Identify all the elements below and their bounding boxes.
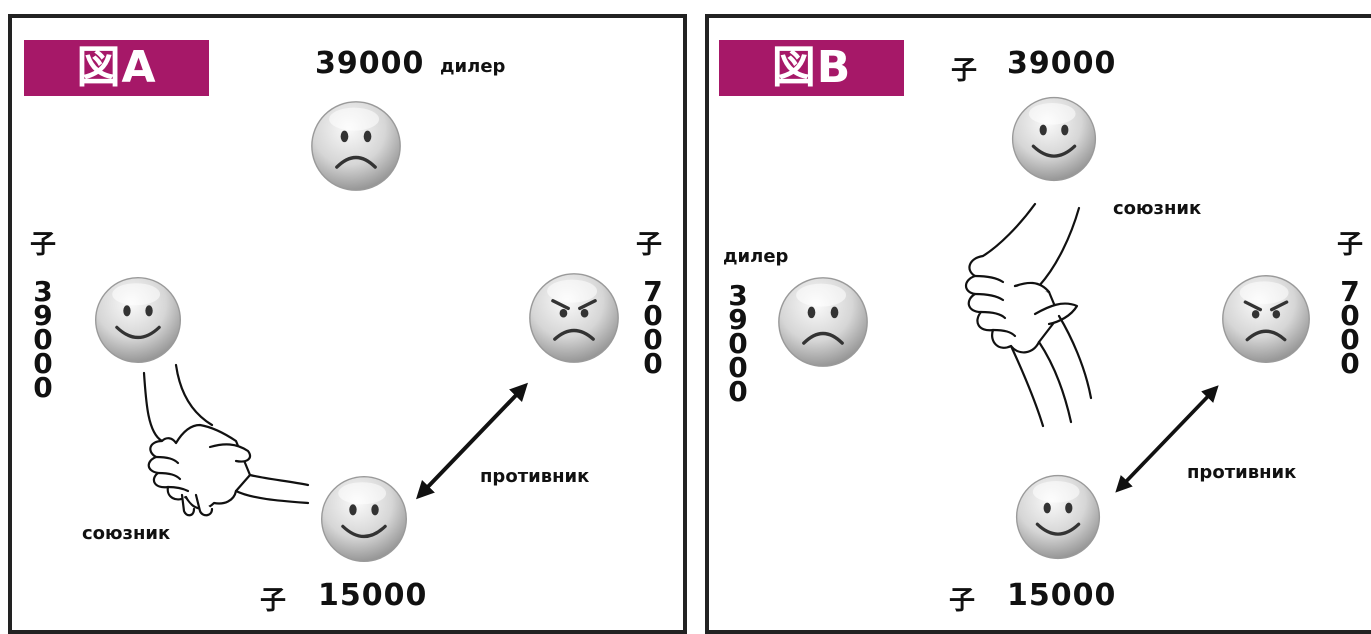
opponent-label: противник bbox=[1187, 462, 1297, 483]
happy-face-icon bbox=[92, 274, 184, 366]
angry-face-icon bbox=[1219, 272, 1313, 366]
happy-face-icon bbox=[318, 473, 410, 565]
angry-face-icon bbox=[526, 270, 622, 366]
top-player-score: 39000 bbox=[315, 46, 425, 81]
handshake-icon bbox=[939, 196, 1109, 436]
happy-face-icon bbox=[1013, 472, 1103, 562]
bottom-player-score: 15000 bbox=[318, 578, 428, 613]
happy-face-icon bbox=[1009, 94, 1099, 184]
sad-face-icon bbox=[775, 274, 871, 370]
handshake-icon bbox=[132, 363, 312, 523]
ally-label: союзник bbox=[1113, 198, 1202, 219]
bottom-player-kanji: 子 bbox=[949, 586, 976, 616]
left-player-kanji: 子 bbox=[30, 230, 57, 260]
top-player-kanji: 子 bbox=[951, 56, 978, 86]
figure-a-label: 図A bbox=[24, 40, 209, 96]
figure-b-label: 図B bbox=[719, 40, 904, 96]
top-player-score: 39000 bbox=[1007, 46, 1117, 81]
right-player-kanji: 子 bbox=[1337, 230, 1364, 260]
ally-label: союзник bbox=[82, 523, 171, 544]
sad-face-icon bbox=[308, 98, 404, 194]
left-player-role: дилер bbox=[723, 246, 789, 267]
top-player-role: дилер bbox=[440, 56, 506, 77]
bottom-player-score: 15000 bbox=[1007, 578, 1117, 613]
opponent-label: противник bbox=[480, 466, 590, 487]
bottom-player-kanji: 子 bbox=[260, 586, 287, 616]
right-player-kanji: 子 bbox=[636, 230, 663, 260]
